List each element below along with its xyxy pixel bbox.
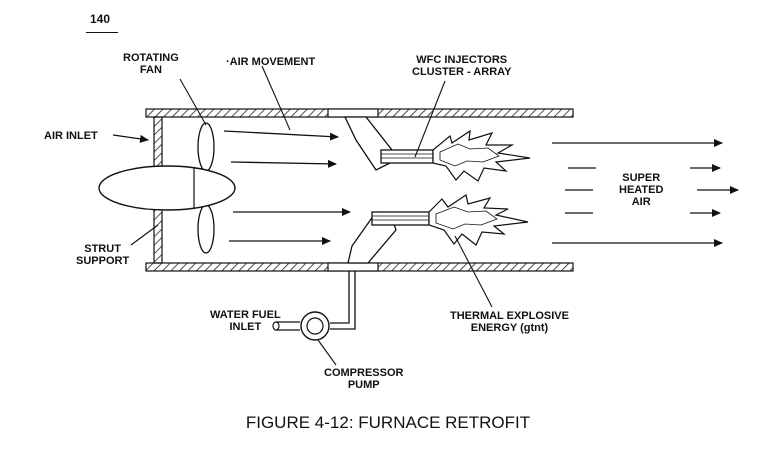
figure-number: 140 [90, 12, 111, 26]
airflow-arrow [223, 130, 339, 141]
upper-flame-inner [439, 143, 500, 167]
lower-flame [428, 194, 529, 246]
label-air-movement: ·AIR MOVEMENT [226, 56, 316, 68]
leader-air-movement [261, 65, 291, 131]
upper-injector-cluster [380, 149, 434, 164]
upper-flame [432, 129, 531, 182]
label-water-fuel-inlet: WATER FUEL INLET [210, 309, 281, 333]
label-compressor-pump: COMPRESSOR PUMP [324, 367, 404, 391]
label-rotating-fan: ROTATING FAN [123, 52, 179, 76]
fuel-inlet-pipe [276, 321, 300, 331]
fuel-line-pipe [330, 271, 356, 330]
fan-blade-bottom [197, 204, 215, 254]
injector-mount-top [327, 108, 379, 118]
leader-thermal-energy [454, 235, 493, 308]
lower-flame-inner [435, 206, 498, 230]
airflow-arrow [230, 159, 337, 168]
injector-mount-bottom [327, 262, 379, 272]
leader-strut-support [130, 224, 159, 246]
leader-rotating-fan [179, 78, 207, 126]
leader-wfc-injectors [414, 80, 446, 158]
leader-compressor-pump [317, 339, 337, 366]
figure-caption: FIGURE 4-12: FURNACE RETROFIT [245, 413, 531, 432]
label-thermal-explosive-energy: THERMAL EXPLOSIVE ENERGY (gtnt) [450, 310, 569, 334]
leader-air-inlet [112, 134, 149, 143]
label-super-heated-air: SUPER HEATED AIR [619, 172, 664, 208]
label-wfc-injectors: WFC INJECTORS CLUSTER - ARRAY [412, 54, 512, 78]
compressor-pump-core [306, 317, 324, 335]
fan-blade-top [197, 122, 215, 172]
figure-number-underline [86, 32, 118, 33]
fan-hub [98, 165, 236, 211]
label-strut-support: STRUT SUPPORT [76, 243, 130, 267]
lower-injector-cluster [371, 211, 430, 226]
fuel-inlet-pipe-end [272, 321, 280, 331]
label-air-inlet: AIR INLET [44, 130, 98, 142]
